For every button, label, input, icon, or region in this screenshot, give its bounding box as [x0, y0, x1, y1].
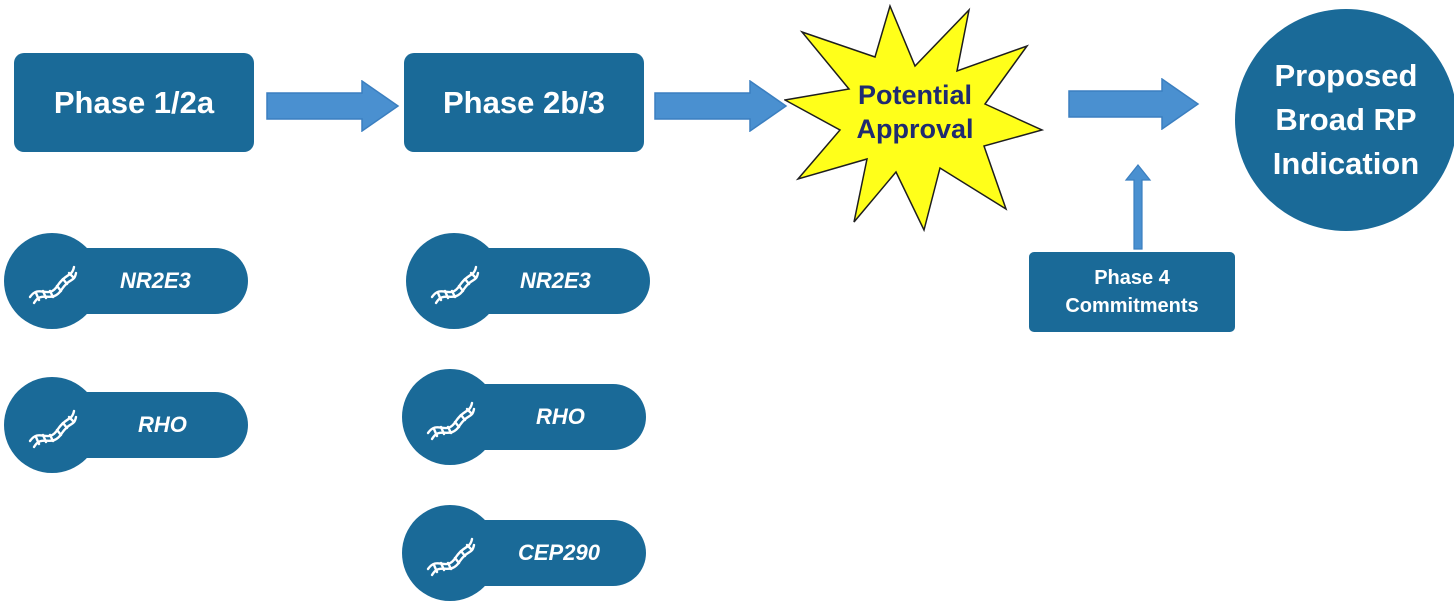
gene-badge-disc — [402, 369, 498, 465]
phase-4-commitments-box: Phase 4 Commitments — [1029, 252, 1235, 332]
gene-label: NR2E3 — [520, 268, 591, 293]
dna-helix-icon — [426, 401, 476, 441]
right-arrow-icon — [266, 80, 400, 132]
up-arrow-icon — [1124, 164, 1152, 250]
outcome-line-3: Indication — [1272, 146, 1420, 181]
phase-4-line-2: Commitments — [1065, 295, 1199, 317]
approval-starburst — [784, 4, 1045, 233]
right-arrow-icon — [654, 80, 788, 132]
dna-helix-icon — [430, 265, 480, 305]
gene-label: RHO — [138, 412, 187, 437]
gene-badge-disc — [406, 233, 502, 329]
right-arrow-icon — [1068, 78, 1200, 130]
proposed-indication-circle: Proposed Broad RP Indication — [1235, 9, 1454, 231]
dna-helix-icon — [28, 409, 78, 449]
outcome-line-1: Proposed — [1274, 58, 1418, 93]
potential-approval-label: Potential Approval — [832, 78, 998, 146]
gene-badge-disc — [4, 377, 100, 473]
phase-2b-3-box: Phase 2b/3 — [404, 53, 644, 152]
gene-label: CEP290 — [518, 540, 600, 565]
dna-helix-icon — [28, 265, 78, 305]
phase-4-line-1: Phase 4 — [1094, 267, 1170, 289]
approval-line-2: Approval — [856, 114, 974, 144]
gene-badge-disc — [402, 505, 498, 601]
outcome-line-2: Broad RP — [1275, 102, 1417, 137]
gene-badge-disc — [4, 233, 100, 329]
dna-helix-icon — [426, 537, 476, 577]
gene-label: NR2E3 — [120, 268, 191, 293]
phase-1-2a-box: Phase 1/2a — [14, 53, 254, 152]
phase-1-2a-label: Phase 1/2a — [53, 84, 215, 120]
gene-label: RHO — [536, 404, 585, 429]
approval-line-1: Potential — [857, 80, 972, 110]
phase-2b-3-label: Phase 2b/3 — [443, 84, 605, 120]
